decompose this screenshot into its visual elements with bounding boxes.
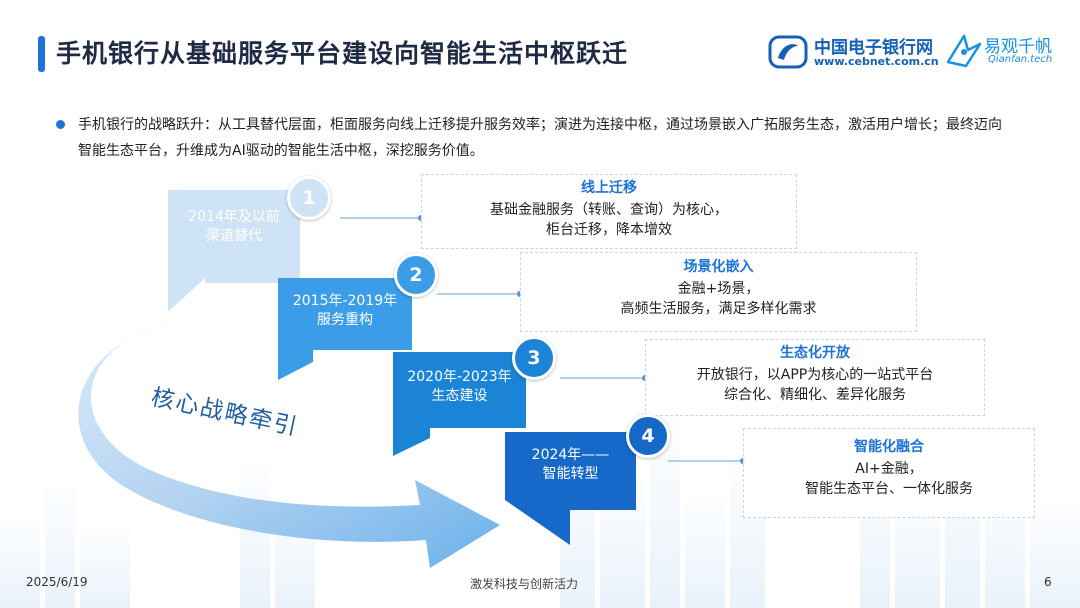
core-strategy-arrow — [78, 320, 500, 568]
stage-3-name: 生态建设 — [431, 388, 488, 404]
stage-1-number: 1 — [287, 176, 331, 220]
cebnet-logo-icon — [768, 35, 808, 69]
stage-4-description-box: 智能化融合 AI+金融， 智能生态平台、一体化服务 — [743, 428, 1035, 518]
core-strategy-label: 核心战略牵引 — [149, 384, 301, 441]
stage-4-box-title: 智能化融合 — [854, 439, 924, 455]
stage-4-name: 智能转型 — [542, 466, 599, 482]
stage-4-box-line-1: AI+金融， — [855, 461, 923, 477]
stage-1-name: 渠道替代 — [206, 228, 262, 244]
stage-4-period: 2024年—— — [531, 447, 610, 463]
qianfan-logo-icon — [946, 34, 982, 68]
intro-text: 手机银行的战略跃升：从工具替代层面，柜面服务向线上迁移提升服务效率；演进为连接中… — [78, 117, 1002, 159]
stage-1-box-line-1: 基础金融服务（转账、查询）为核心， — [490, 202, 728, 218]
stage-2-number: 2 — [394, 253, 438, 297]
stage-1-ribbon — [168, 190, 300, 312]
page-title: 手机银行从基础服务平台建设向智能生活中枢跃迁 — [56, 39, 629, 68]
stage-3-box-line-1: 开放银行，以APP为核心的一站式平台 — [696, 367, 934, 383]
stage-1-label: 2014年及以前 渠道替代 — [168, 208, 300, 246]
stage-4-number: 4 — [626, 414, 670, 458]
stage-1-box-title: 线上迁移 — [581, 180, 637, 196]
stage-2-label: 2015年-2019年 服务重构 — [278, 292, 412, 330]
stage-4-box-line-2: 智能生态平台、一体化服务 — [805, 481, 973, 497]
title-accent-bar — [38, 36, 45, 72]
qianfan-logo-name: 易观千帆 — [984, 37, 1052, 57]
stage-2-box-title: 场景化嵌入 — [683, 259, 754, 275]
stage-4-label: 2024年—— 智能转型 — [505, 446, 636, 484]
stage-1-period: 2014年及以前 — [188, 209, 280, 225]
stage-4-ribbon — [505, 432, 636, 545]
stage-3-ribbon — [393, 352, 526, 456]
stage-2-description-box: 场景化嵌入 金融+场景， 高频生活服务，满足多样化需求 — [520, 252, 917, 332]
stage-1-description-box: 线上迁移 基础金融服务（转账、查询）为核心， 柜台迁移，降本增效 — [421, 174, 797, 249]
cebnet-logo-url: www.cebnet.com.cn — [814, 55, 939, 68]
page-number: 6 — [1044, 575, 1052, 589]
footer-date: 2025/6/19 — [26, 575, 88, 589]
stage-3-period: 2020年-2023年 — [407, 369, 512, 385]
stage-2-name: 服务重构 — [317, 312, 373, 328]
stage-3-label: 2020年-2023年 生态建设 — [393, 368, 526, 406]
stage-3-number: 3 — [512, 336, 556, 380]
qianfan-logo-sub: Qianfan.tech — [988, 54, 1053, 65]
stage-2-period: 2015年-2019年 — [292, 293, 398, 309]
stage-2-ribbon — [278, 278, 412, 380]
footer-slogan: 激发科技与创新活力 — [470, 577, 579, 591]
cebnet-logo-name: 中国电子银行网 — [814, 38, 933, 58]
stage-2-box-line-2: 高频生活服务，满足多样化需求 — [620, 301, 817, 317]
stage-3-box-title: 生态化开放 — [780, 345, 850, 361]
stage-1-box-line-2: 柜台迁移，降本增效 — [546, 222, 672, 238]
stage-3-description-box: 生态化开放 开放银行，以APP为核心的一站式平台 综合化、精细化、差异化服务 — [645, 339, 985, 416]
qianfan-logo: 易观千帆 Qianfan.tech — [944, 30, 1074, 72]
stage-3-box-line-2: 综合化、精细化、差异化服务 — [724, 387, 906, 403]
city-skyline-background — [0, 418, 1080, 608]
intro-bullet — [56, 120, 65, 129]
stage-2-box-line-1: 金融+场景， — [677, 281, 760, 297]
cebnet-logo: 中国电子银行网 www.cebnet.com.cn — [768, 32, 960, 72]
